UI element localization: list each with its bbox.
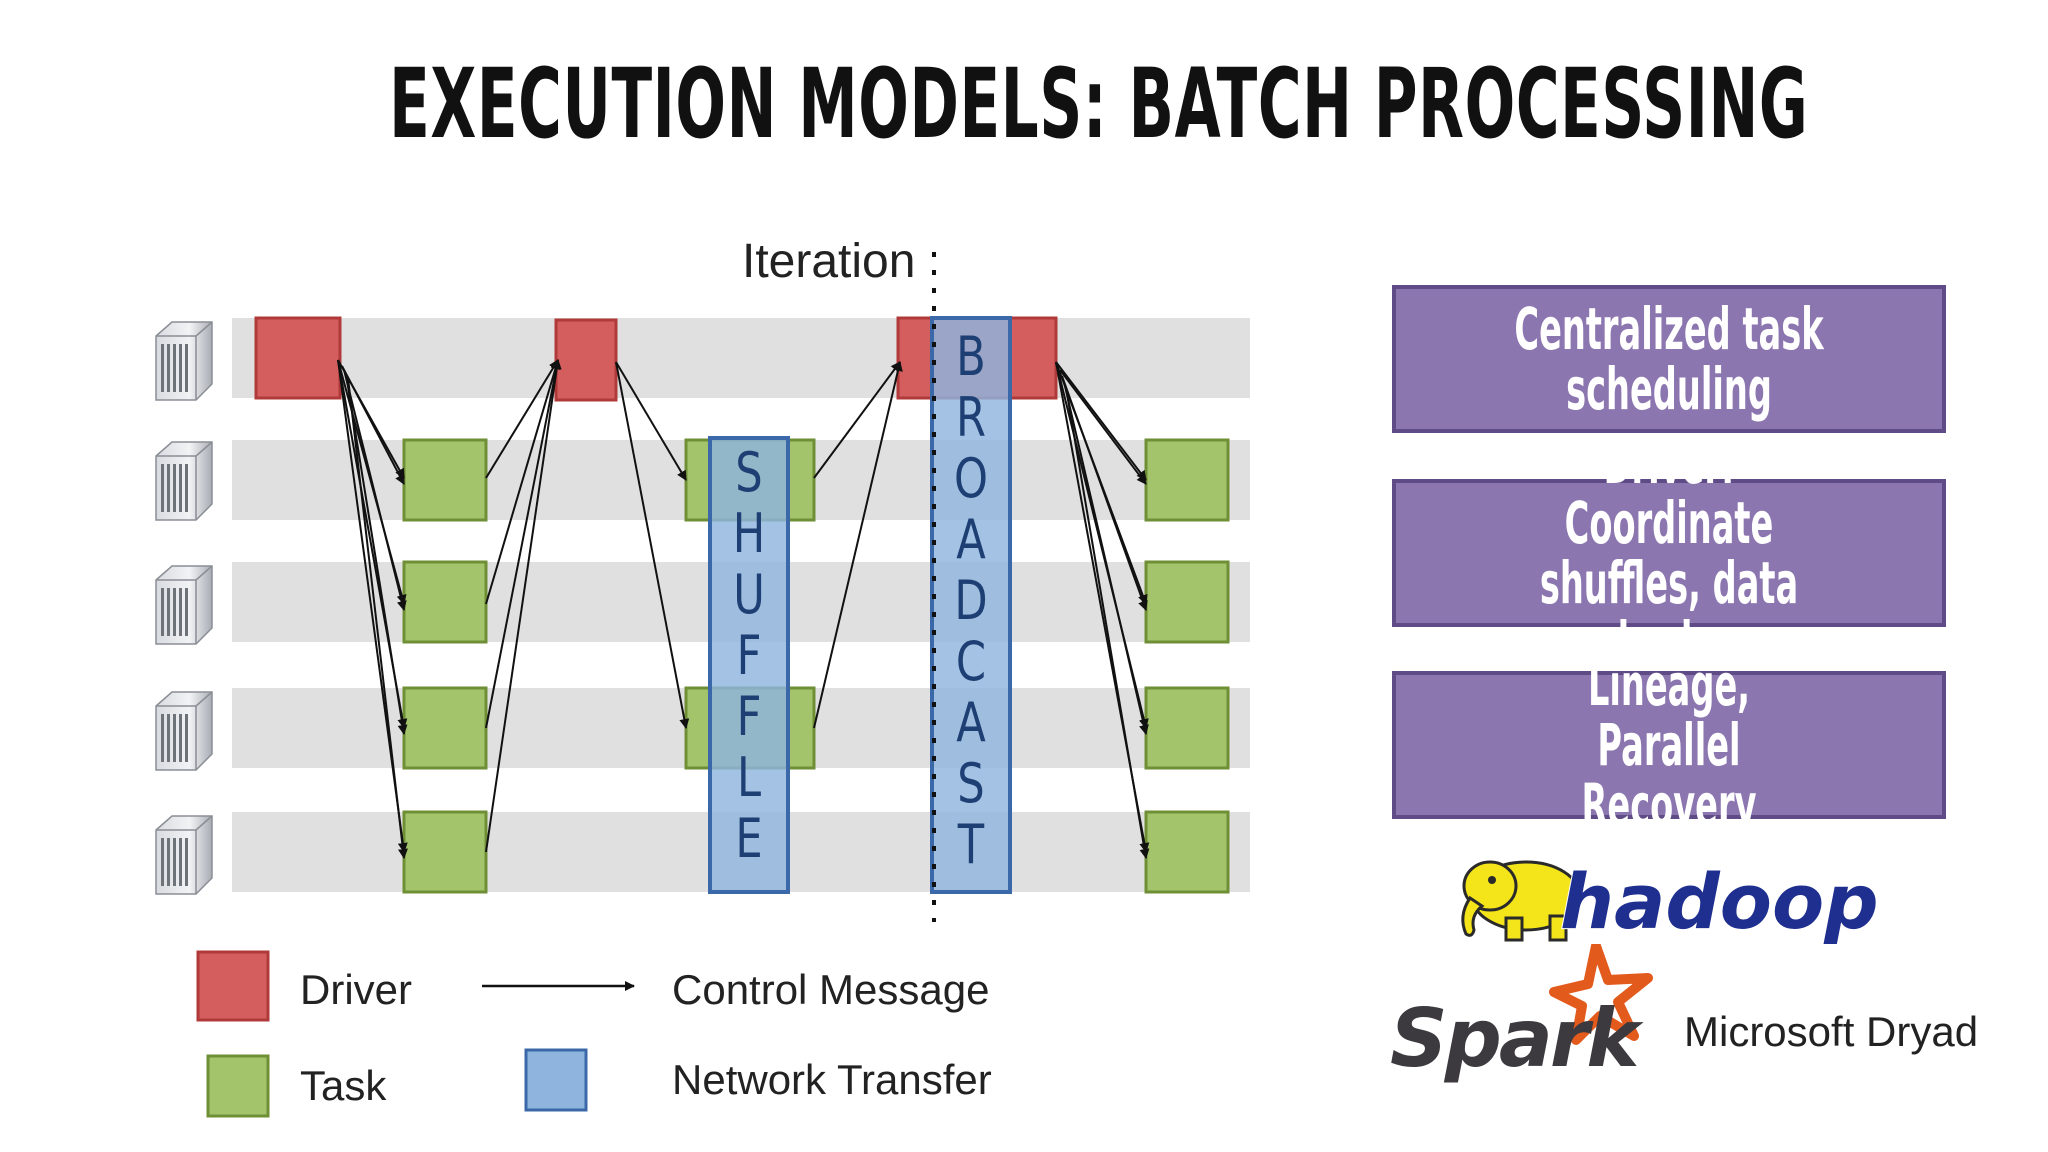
feature-text: Lineage, Parallel Recovery <box>1581 651 1757 839</box>
feature-box-driver: Driver: Coordinate shuffles, data sharin… <box>1392 433 1946 673</box>
feature-text: Centralized task scheduling <box>1514 295 1824 423</box>
task-box <box>402 810 488 894</box>
legend-task-swatch <box>206 1054 270 1118</box>
control-arrows <box>337 359 1150 859</box>
feature-box-lineage: Lineage, Parallel Recovery <box>1392 655 1946 835</box>
hadoop-logo: hadoop <box>1461 856 1880 946</box>
shuffle-letter: E <box>735 807 763 870</box>
legend-driver-swatch <box>196 950 270 1022</box>
broadcast-bar <box>930 316 1012 894</box>
shuffle-letter: F <box>736 624 762 687</box>
shuffle-letter: U <box>733 563 765 626</box>
server-icon <box>155 321 213 401</box>
shuffle-bar <box>708 436 790 894</box>
task-box <box>402 560 488 644</box>
task-box <box>1144 560 1230 644</box>
dryad-label: Microsoft Dryad <box>1684 1008 1979 1055</box>
feature-box-scheduling: Centralized task scheduling <box>1392 285 1946 433</box>
spark-star-icon <box>1549 944 1653 1045</box>
broadcast-letter: A <box>956 691 986 754</box>
broadcast-letter: T <box>957 813 985 876</box>
broadcast-letter: A <box>956 508 986 571</box>
broadcast-letter: C <box>955 630 987 693</box>
task-box <box>1144 810 1230 894</box>
iteration-label: Iteration <box>742 235 916 288</box>
server-icon <box>155 565 213 645</box>
broadcast-letter: D <box>954 569 988 632</box>
broadcast-letter: O <box>953 447 988 510</box>
driver-box <box>254 316 342 400</box>
shuffle-letter: F <box>736 685 762 748</box>
server-icon <box>155 691 213 771</box>
server-icons <box>155 321 213 895</box>
legend-network-swatch <box>524 1048 588 1112</box>
broadcast-letter: R <box>955 386 987 449</box>
elephant-icon <box>1461 860 1582 942</box>
spark-wordmark: Spark <box>1390 992 1644 1084</box>
spark-logo: Spark <box>1390 944 1653 1084</box>
legend-task-label: Task <box>300 1062 387 1109</box>
broadcast-letter: B <box>956 325 986 388</box>
task-box <box>1144 686 1230 770</box>
shuffle-letter: S <box>735 441 763 504</box>
lane-1 <box>232 318 1250 398</box>
slide-title: EXECUTION MODELS: BATCH PROCESSING <box>389 48 1809 160</box>
task-box <box>402 686 488 770</box>
legend-network-label: Network Transfer <box>672 1056 992 1103</box>
server-icon <box>155 815 213 895</box>
feature-text: Driver: Coordinate shuffles, data sharin… <box>1539 429 1799 677</box>
legend-driver-label: Driver <box>300 966 412 1013</box>
server-icon <box>155 441 213 521</box>
task-box <box>402 438 488 522</box>
broadcast-letter: S <box>957 752 985 815</box>
legend-control-label: Control Message <box>672 966 990 1013</box>
task-box <box>1144 438 1230 522</box>
shuffle-letter: L <box>736 746 762 809</box>
shuffle-letter: H <box>732 502 766 565</box>
driver-box <box>554 318 618 402</box>
hadoop-wordmark: hadoop <box>1560 857 1879 946</box>
